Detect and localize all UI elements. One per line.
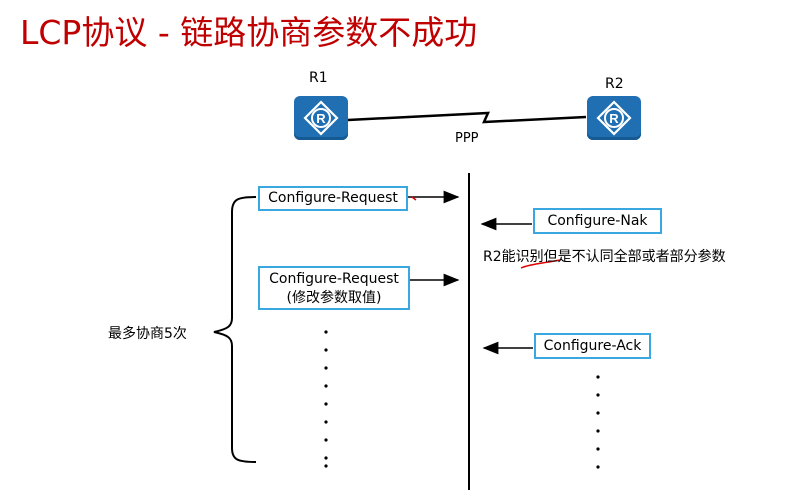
configure-request-1-text: Configure-Request	[268, 190, 398, 206]
r2-label: R2	[605, 76, 624, 92]
negotiate-limit-label: 最多协商5次	[108, 326, 187, 342]
configure-request-2-text: Configure-Request	[269, 271, 399, 287]
r1-label: R1	[309, 70, 328, 86]
configure-ack-text: Configure-Ack	[543, 338, 642, 354]
r1-router-icon: R	[294, 96, 348, 140]
right-dots	[596, 375, 600, 469]
left-dots	[324, 330, 328, 468]
svg-text:R: R	[609, 111, 619, 126]
configure-request-box-1: Configure-Request	[258, 186, 408, 211]
configure-nak-text: Configure-Nak	[547, 213, 648, 229]
r2-router-icon: R	[587, 96, 641, 140]
configure-nak-box: Configure-Nak	[533, 208, 662, 234]
configure-request-box-2: Configure-Request (修改参数取值)	[258, 266, 410, 310]
nak-note: R2能识别但是不认同全部或者部分参数	[483, 249, 726, 265]
red-underline	[520, 259, 561, 269]
ppp-link	[347, 111, 587, 124]
configure-ack-box: Configure-Ack	[534, 333, 651, 359]
left-brace	[213, 196, 257, 463]
svg-text:R: R	[316, 111, 326, 126]
page-title: LCP协议 - 链路协商参数不成功	[20, 13, 478, 52]
ppp-label: PPP	[455, 131, 479, 146]
configure-request-2-subtext: (修改参数取值)	[286, 290, 382, 306]
red-tick	[411, 196, 417, 201]
